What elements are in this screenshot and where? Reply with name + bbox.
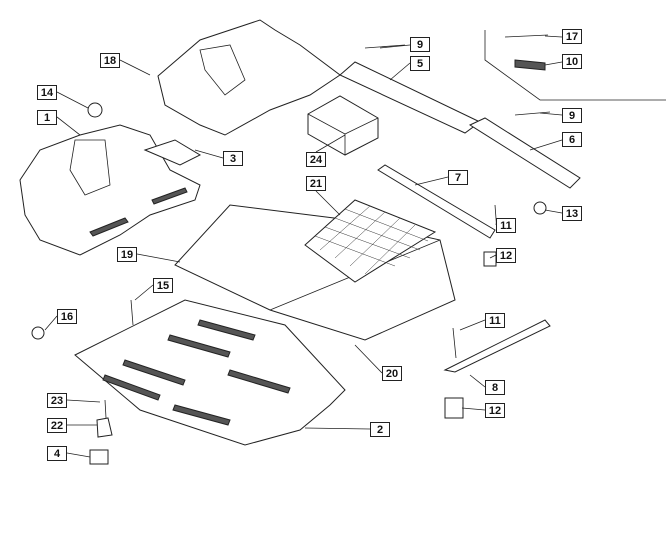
part-strip-7 <box>377 164 496 239</box>
part-clip-22 <box>96 417 113 438</box>
callout-1: 1 <box>37 110 57 125</box>
callout-11b: 11 <box>485 313 505 328</box>
part-front-carpet <box>157 19 341 136</box>
callout-2: 2 <box>370 422 390 437</box>
callout-12: 12 <box>496 248 516 263</box>
part-clip-14 <box>87 102 103 118</box>
callout-11: 11 <box>496 218 516 233</box>
callout-10: 10 <box>562 54 582 69</box>
part-bolt-10 <box>514 59 546 71</box>
part-sill-trim-6 <box>468 117 581 189</box>
part-cargo-net <box>304 199 437 283</box>
part-grommet-13 <box>533 201 547 215</box>
part-scuff-plate <box>443 319 551 373</box>
callout-21: 21 <box>306 176 326 191</box>
callout-15: 15 <box>153 278 173 293</box>
callout-14: 14 <box>37 85 57 100</box>
callout-17: 17 <box>562 29 582 44</box>
callout-7: 7 <box>448 170 468 185</box>
part-clip-12b <box>444 397 464 419</box>
part-floor-mat-2 <box>74 299 346 446</box>
callout-8: 8 <box>485 380 505 395</box>
callout-6: 6 <box>562 132 582 147</box>
callout-12b: 12 <box>485 403 505 418</box>
callout-9: 9 <box>410 37 430 52</box>
callout-22: 22 <box>47 418 67 433</box>
callout-23: 23 <box>47 393 67 408</box>
part-floor-section <box>19 124 201 256</box>
callout-16: 16 <box>57 309 77 324</box>
callout-24: 24 <box>306 152 326 167</box>
callout-18: 18 <box>100 53 120 68</box>
callout-5: 5 <box>410 56 430 71</box>
callout-3: 3 <box>223 151 243 166</box>
part-bracket-4 <box>89 449 109 465</box>
callout-20: 20 <box>382 366 402 381</box>
callout-19: 19 <box>117 247 137 262</box>
part-fastener-kit-box <box>307 95 379 156</box>
callout-13: 13 <box>562 206 582 221</box>
callout-9b: 9 <box>562 108 582 123</box>
part-clip-12a <box>483 251 497 267</box>
callout-4: 4 <box>47 446 67 461</box>
